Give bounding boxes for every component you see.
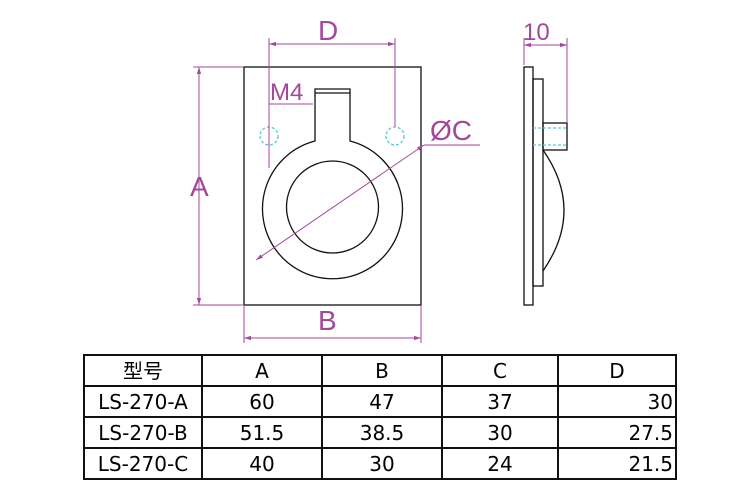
table-header-row: 型号 A B C D (83, 354, 677, 387)
cell-c: 30 (441, 416, 559, 449)
ring-with-stem (261, 88, 404, 280)
header-model: 型号 (83, 354, 203, 387)
header-b: B (321, 354, 443, 387)
cell-a: 51.5 (201, 416, 323, 449)
cell-d: 27.5 (557, 416, 677, 449)
drawing-svg: A B ØC D M4 10 (190, 15, 568, 343)
cell-d: 30 (557, 385, 677, 418)
dim-label-thickness: 10 (523, 19, 550, 46)
table-row: LS-270-A 60 47 37 30 (83, 385, 677, 418)
cell-b: 47 (321, 385, 443, 418)
dim-label-b: B (318, 305, 337, 336)
header-d: D (557, 354, 677, 387)
dimension-table: 型号 A B C D LS-270-A 60 47 37 30 LS-270-B… (83, 354, 677, 480)
dim-label-a: A (190, 171, 209, 202)
cell-d: 21.5 (557, 447, 677, 480)
cell-model: LS-270-B (83, 416, 203, 449)
cell-c: 24 (441, 447, 559, 480)
cell-b: 38.5 (321, 416, 443, 449)
cell-model: LS-270-C (83, 447, 203, 480)
dimensions (193, 38, 568, 343)
dim-label-d: D (318, 15, 338, 46)
side-view (523, 66, 568, 306)
cell-a: 40 (201, 447, 323, 480)
mounting-hole-right (385, 126, 405, 146)
cell-c: 37 (441, 385, 559, 418)
table-row: LS-270-C 40 30 24 21.5 (83, 447, 677, 480)
cell-b: 30 (321, 447, 443, 480)
dim-label-c: ØC (430, 115, 472, 146)
ring-inner (285, 160, 380, 254)
header-c: C (441, 354, 559, 387)
cell-model: LS-270-A (83, 385, 203, 418)
header-a: A (201, 354, 323, 387)
thread-label: M4 (270, 79, 303, 106)
cell-a: 60 (201, 385, 323, 418)
table-row: LS-270-B 51.5 38.5 30 27.5 (83, 416, 677, 449)
